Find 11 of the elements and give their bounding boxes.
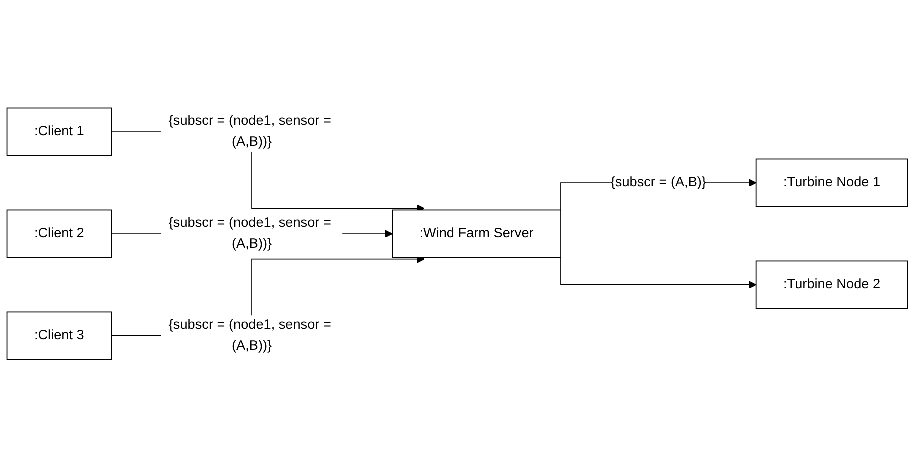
node-box: :Turbine Node 1 [756,158,908,208]
edge-label: {subscr = (A,B)} [610,174,706,190]
edge-label: {subscr = (node1, sensor = (A,B))} [168,317,332,354]
node-box: :Client 2 [6,210,112,258]
arrow [560,257,757,289]
edge-label: {subscr = (node1, sensor = (A,B))} [168,113,332,150]
node-box: :Wind Farm Server [392,210,562,258]
node-box: :Client 1 [6,108,112,156]
edge-label: {subscr = (node1, sensor = (A,B))} [168,215,332,252]
node-box: :Client 3 [6,312,112,360]
node-box: :Turbine Node 2 [756,260,908,310]
